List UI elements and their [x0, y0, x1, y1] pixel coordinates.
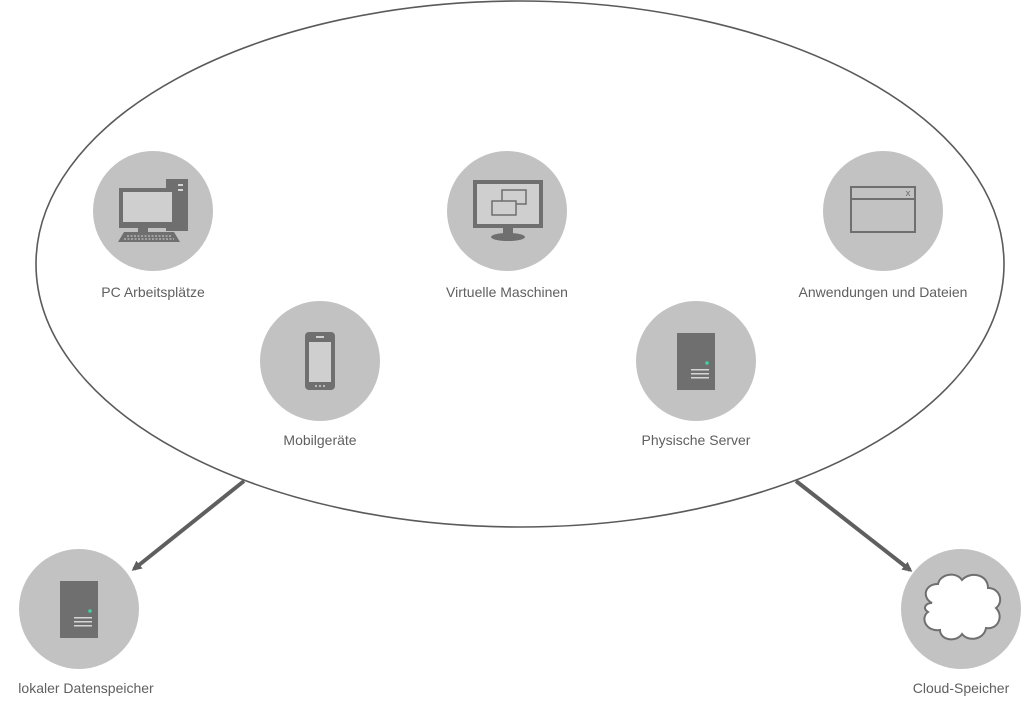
virtual-machine-icon	[473, 180, 543, 241]
smartphone-icon	[305, 332, 335, 390]
node-physical-servers: Physische Server	[636, 301, 756, 448]
desktop-pc-icon	[118, 179, 188, 242]
arrow-to-cloud-storage	[794, 479, 913, 572]
label-cloud-storage: Cloud-Speicher	[913, 680, 1010, 696]
cloud-icon	[923, 573, 1002, 641]
server-icon	[60, 581, 98, 638]
label-mobile-devices: Mobilgeräte	[283, 432, 356, 448]
server-icon	[677, 333, 715, 390]
node-mobile-devices: Mobilgeräte	[260, 301, 380, 448]
window-close-glyph: x	[905, 189, 911, 199]
label-physical-servers: Physische Server	[642, 432, 751, 448]
node-virtual-machines: Virtuelle Maschinen	[446, 151, 568, 300]
node-applications-files: x Anwendungen und Dateien	[799, 151, 968, 300]
label-virtual-machines: Virtuelle Maschinen	[446, 284, 568, 300]
node-local-storage: lokaler Datenspeicher	[18, 549, 154, 696]
node-cloud-storage: Cloud-Speicher	[901, 549, 1021, 696]
node-circle	[823, 151, 943, 271]
node-pc-workstations: PC Arbeitsplätze	[93, 151, 213, 300]
label-applications-files: Anwendungen und Dateien	[799, 284, 968, 300]
sources-ellipse	[35, 0, 1005, 528]
label-pc-workstations: PC Arbeitsplätze	[101, 284, 205, 300]
arrow-to-local-storage	[131, 479, 246, 571]
application-window-icon: x	[850, 186, 916, 233]
label-local-storage: lokaler Datenspeicher	[18, 680, 154, 696]
